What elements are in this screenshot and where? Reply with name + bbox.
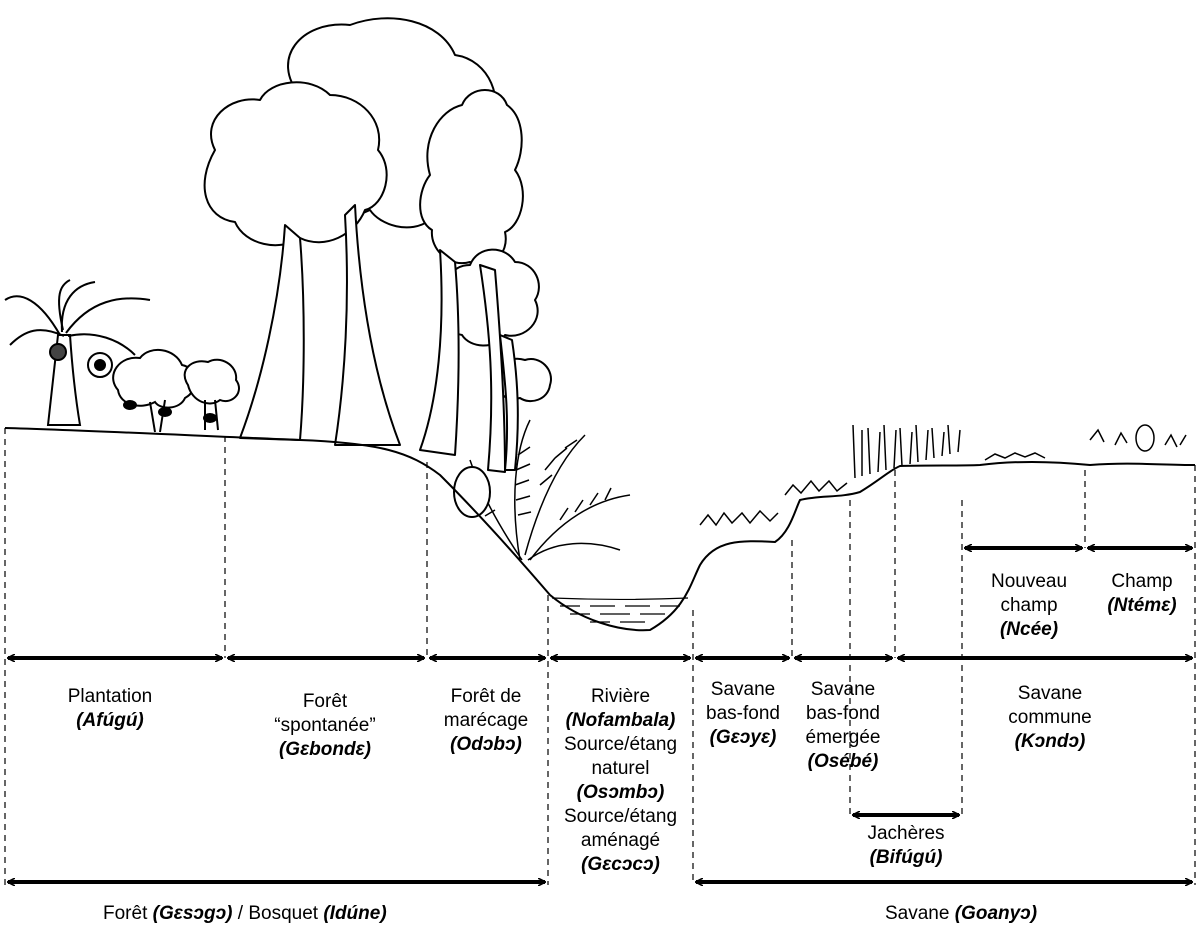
oil-palm-sketch <box>4 279 151 426</box>
fern-sketch <box>453 419 631 561</box>
label-jacheres: Jachères (Bifúgú) <box>867 823 945 868</box>
ground-profile <box>4 427 1196 632</box>
label-riviere: Rivière (Nofambala) Source/étang naturel… <box>563 686 678 875</box>
label-savane: Savane (Goanyɔ) <box>885 903 1038 924</box>
tall-forest-trees <box>203 17 552 473</box>
label-foret-marecage: Forêt de marécage (Odɔbɔ) <box>443 686 529 755</box>
label-savane-commune: Savane commune (Kɔndɔ) <box>1008 683 1092 752</box>
label-foret-bosquet: Forêt (Gɛsɔgɔ) / Bosquet (Idúne) <box>103 903 387 924</box>
label-savane-bas-fond: Savane bas-fond (Gɛɔyɛ) <box>706 679 780 748</box>
savanna-grass-sketch <box>699 424 1187 527</box>
label-foret-spontanee: Forêt “spontanée” (Gɛbondɛ) <box>274 691 376 760</box>
label-savane-bas-fond-emergee: Savane bas-fond émergée (Osébé) <box>805 679 881 772</box>
label-nouveau-champ: Nouveau champ (Ncée) <box>990 571 1068 640</box>
zone-arrows <box>8 548 1192 882</box>
label-champ: Champ (Ntémɛ) <box>1107 571 1177 616</box>
plantation-shrubs-sketch <box>112 349 240 433</box>
label-plantation: Plantation (Afúgú) <box>67 686 153 731</box>
